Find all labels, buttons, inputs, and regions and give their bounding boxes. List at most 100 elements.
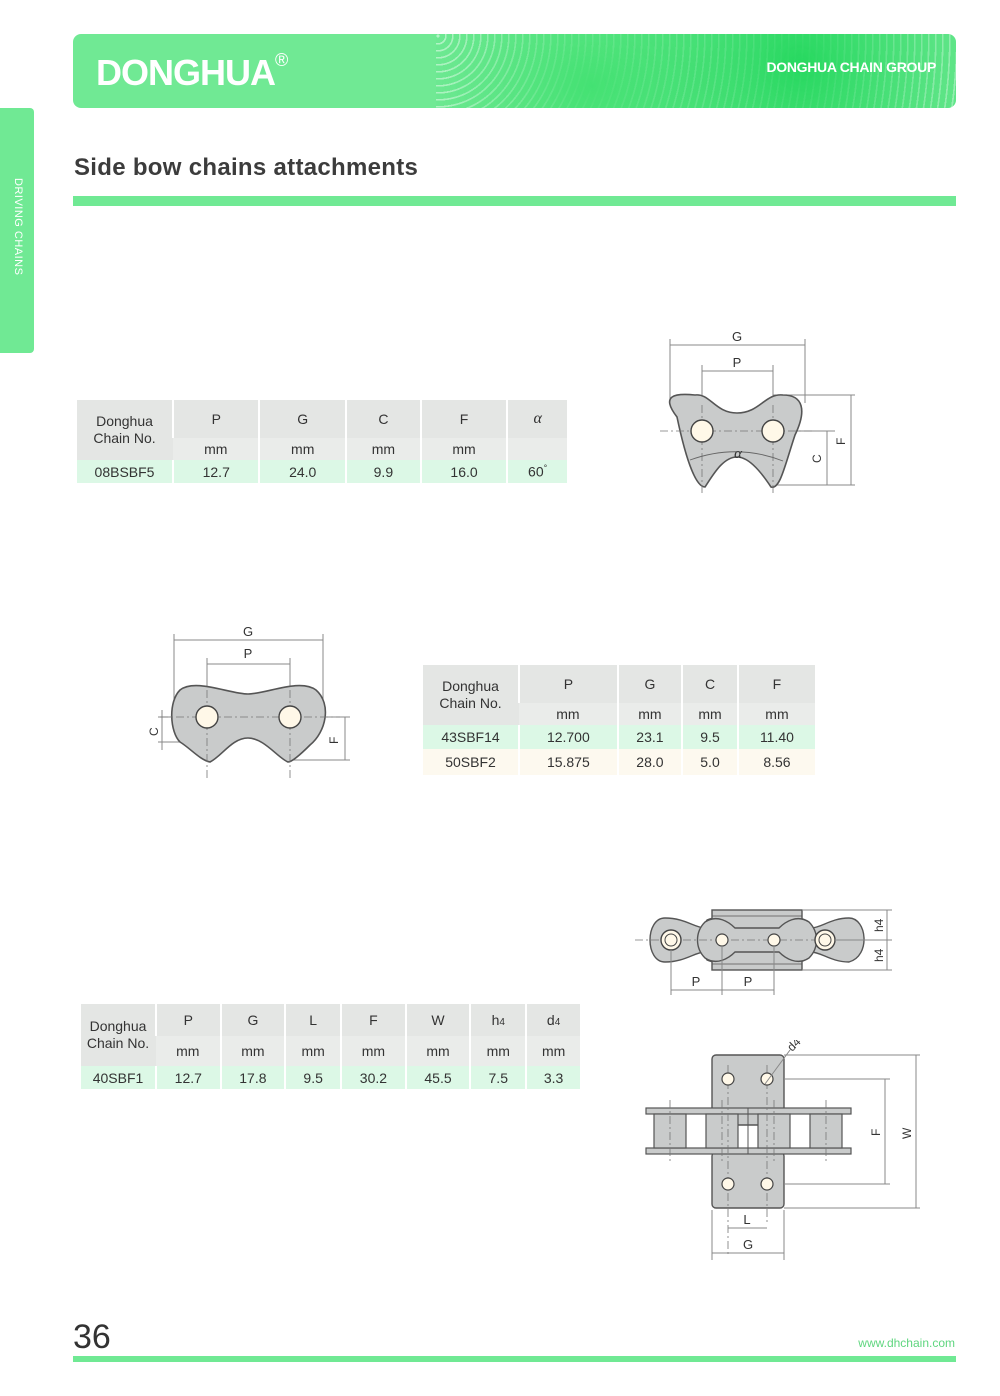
value-cell: 15.875 bbox=[518, 749, 618, 775]
col-header: P bbox=[155, 1004, 221, 1036]
table-row: 43SBF14 12.700 23.1 9.5 11.40 bbox=[423, 725, 815, 749]
label-g: G bbox=[243, 624, 253, 639]
col-header: G bbox=[616, 665, 683, 703]
chain-no-cell: 40SBF1 bbox=[81, 1066, 156, 1089]
value-cell: 45.5 bbox=[404, 1066, 471, 1089]
label-f: F bbox=[327, 737, 341, 744]
page-title: Side bow chains attachments bbox=[74, 154, 419, 181]
page-number: 36 bbox=[73, 1318, 111, 1356]
unit-cell: mm bbox=[156, 1036, 221, 1066]
value-cell: 7.5 bbox=[469, 1066, 527, 1089]
label-p: P bbox=[244, 646, 253, 661]
diagram-43sbf14: G P C F bbox=[147, 624, 350, 780]
label-h4-bottom: h4 bbox=[872, 948, 886, 962]
label-alpha: α bbox=[734, 446, 743, 462]
footer-bar bbox=[73, 1356, 956, 1362]
unit-cell: mm bbox=[616, 703, 683, 725]
value-cell: 12.7 bbox=[155, 1066, 221, 1089]
header-decoration bbox=[436, 34, 956, 108]
value-cell: 16.0 bbox=[419, 460, 508, 483]
unit-cell: mm bbox=[736, 703, 815, 725]
col-header: P bbox=[518, 665, 618, 703]
col-header: F bbox=[736, 665, 815, 703]
diagram-40sbf1-front: d4 F W L G bbox=[645, 1040, 920, 1260]
title-underline bbox=[73, 196, 956, 206]
side-tab-label: DRIVING CHAINS bbox=[12, 178, 24, 276]
value-cell: 24.0 bbox=[258, 460, 346, 483]
col-header: G bbox=[258, 400, 346, 438]
col-header: L bbox=[284, 1004, 342, 1036]
value-cell: 12.700 bbox=[518, 725, 618, 749]
value-cell: 9.5 bbox=[681, 725, 738, 749]
value-cell: 23.1 bbox=[616, 725, 683, 749]
unit-cell: mm bbox=[284, 1036, 342, 1066]
label-g: G bbox=[743, 1237, 753, 1252]
logo: DONGHUA® bbox=[96, 50, 288, 93]
unit-cell: mm bbox=[173, 438, 260, 460]
unit-cell: mm bbox=[681, 703, 738, 725]
unit-cell: mm bbox=[344, 438, 421, 460]
value-cell: 30.2 bbox=[340, 1066, 406, 1089]
col-header: F bbox=[419, 400, 508, 438]
value-cell: 17.8 bbox=[219, 1066, 286, 1089]
chain-no-cell: 50SBF2 bbox=[423, 749, 519, 775]
unit-cell: mm bbox=[419, 438, 508, 460]
label-c: C bbox=[810, 454, 824, 463]
value-cell: 3.3 bbox=[525, 1066, 580, 1089]
col-header: C bbox=[344, 400, 421, 438]
col-header: F bbox=[340, 1004, 406, 1036]
group-name: DONGHUA CHAIN GROUP bbox=[766, 59, 936, 75]
unit-cell: mm bbox=[519, 703, 618, 725]
value-cell: 11.40 bbox=[736, 725, 815, 749]
diagram-40sbf1-top: h4 h4 P P bbox=[635, 909, 892, 995]
label-d4: d4 bbox=[784, 1040, 804, 1054]
value-cell: 12.7 bbox=[171, 460, 260, 483]
unit-cell: mm bbox=[219, 1036, 286, 1066]
col-header: G bbox=[219, 1004, 286, 1036]
table-row: 40SBF1 12.7 17.8 9.5 30.2 45.5 7.5 3.3 bbox=[81, 1066, 580, 1089]
link-plate bbox=[170, 684, 327, 763]
label-l: L bbox=[743, 1212, 750, 1227]
value-cell: 28.0 bbox=[616, 749, 683, 775]
unit-cell: mm bbox=[404, 1036, 471, 1066]
value-cell: 8.56 bbox=[736, 749, 815, 775]
label-f: F bbox=[869, 1129, 883, 1136]
label-g: G bbox=[732, 329, 742, 344]
col-header: h4 bbox=[469, 1004, 527, 1036]
table-row: 50SBF2 15.875 28.0 5.0 8.56 bbox=[423, 749, 815, 775]
col-header: C bbox=[681, 665, 738, 703]
unit-cell bbox=[506, 438, 567, 460]
label-h4-top: h4 bbox=[872, 918, 886, 932]
value-cell: 9.5 bbox=[284, 1066, 342, 1089]
value-cell: 9.9 bbox=[344, 460, 421, 483]
value-cell: 60° bbox=[506, 460, 567, 483]
header-banner: DONGHUA® DONGHUA CHAIN GROUP bbox=[73, 34, 956, 108]
label-f: F bbox=[834, 438, 848, 445]
col-header: d4 bbox=[525, 1004, 580, 1036]
unit-cell: mm bbox=[469, 1036, 527, 1066]
label-p: P bbox=[733, 355, 742, 370]
chain-no-cell: 43SBF14 bbox=[423, 725, 519, 749]
chain-no-cell: 08BSBF5 bbox=[77, 460, 173, 483]
value-cell: 5.0 bbox=[681, 749, 738, 775]
side-tab: DRIVING CHAINS bbox=[0, 108, 34, 353]
unit-cell: mm bbox=[525, 1036, 580, 1066]
website-url: www.dhchain.com bbox=[858, 1336, 955, 1350]
label-p-left: P bbox=[692, 974, 701, 989]
label-c: C bbox=[147, 727, 161, 736]
table-row: 08BSBF5 12.7 24.0 9.9 16.0 60° bbox=[77, 460, 567, 483]
col-header: P bbox=[171, 400, 260, 438]
unit-cell: mm bbox=[258, 438, 346, 460]
col-header: W bbox=[404, 1004, 471, 1036]
unit-cell: mm bbox=[340, 1036, 406, 1066]
col-header: α bbox=[506, 400, 567, 438]
label-w: W bbox=[900, 1127, 914, 1139]
label-p-right: P bbox=[744, 974, 753, 989]
diagram-08bsbf5: G P α C F bbox=[660, 329, 855, 495]
